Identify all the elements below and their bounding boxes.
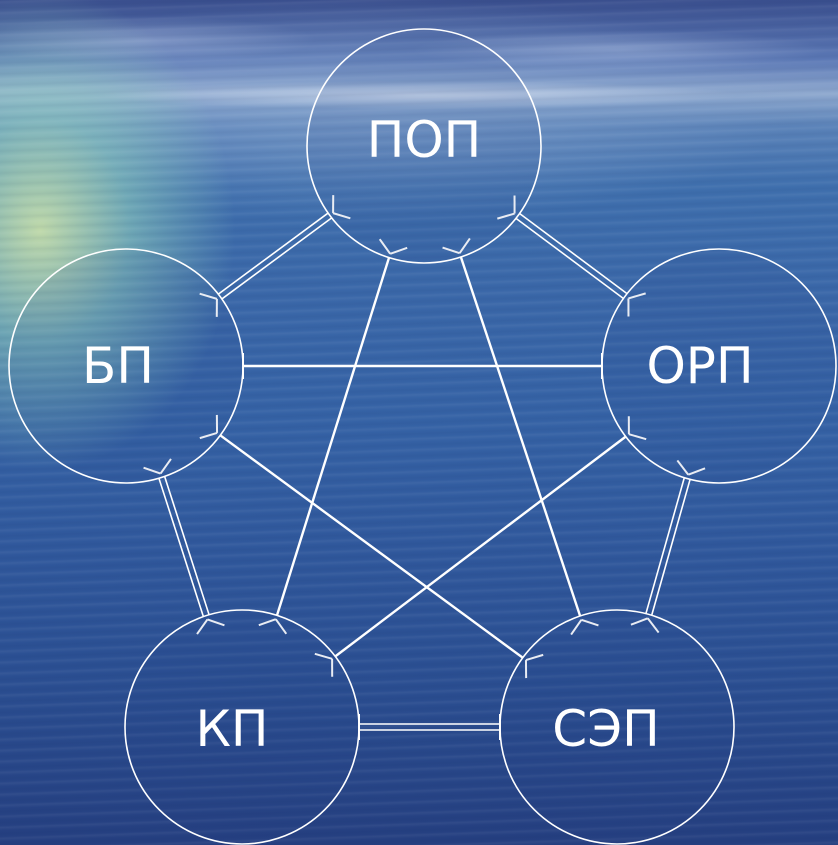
edge-rail [218, 213, 328, 294]
node-kp-label: КП [195, 700, 268, 758]
edge-pop-sep [443, 238, 599, 634]
edge-pop-kp [259, 239, 407, 634]
node-sep-label: СЭП [552, 700, 659, 758]
edge-rail [646, 478, 684, 614]
edge-line [277, 258, 389, 616]
edge-rail [516, 218, 623, 298]
edge-rail [159, 478, 203, 616]
edge-orp-sep [631, 460, 705, 632]
edge-rail [652, 479, 690, 615]
edge-rail [222, 218, 332, 299]
node-bp-label: БП [82, 337, 154, 395]
node-bp[interactable]: БП [9, 249, 243, 483]
edge-rail [520, 214, 627, 294]
edge-bp-kp [144, 459, 225, 634]
node-pop-label: ПОП [367, 111, 482, 169]
node-kp[interactable]: КП [125, 610, 359, 844]
node-sep[interactable]: СЭП [500, 610, 734, 844]
nodes-layer: ПОП БП ОРП КП СЭП [9, 29, 836, 844]
node-orp-label: ОРП [646, 337, 753, 395]
node-pop[interactable]: ПОП [307, 29, 541, 263]
edge-kp-sep [359, 714, 500, 740]
edge-rail [165, 476, 209, 614]
edge-line [461, 257, 580, 616]
node-orp[interactable]: ОРП [602, 249, 836, 483]
edge-bp-orp [243, 353, 602, 379]
